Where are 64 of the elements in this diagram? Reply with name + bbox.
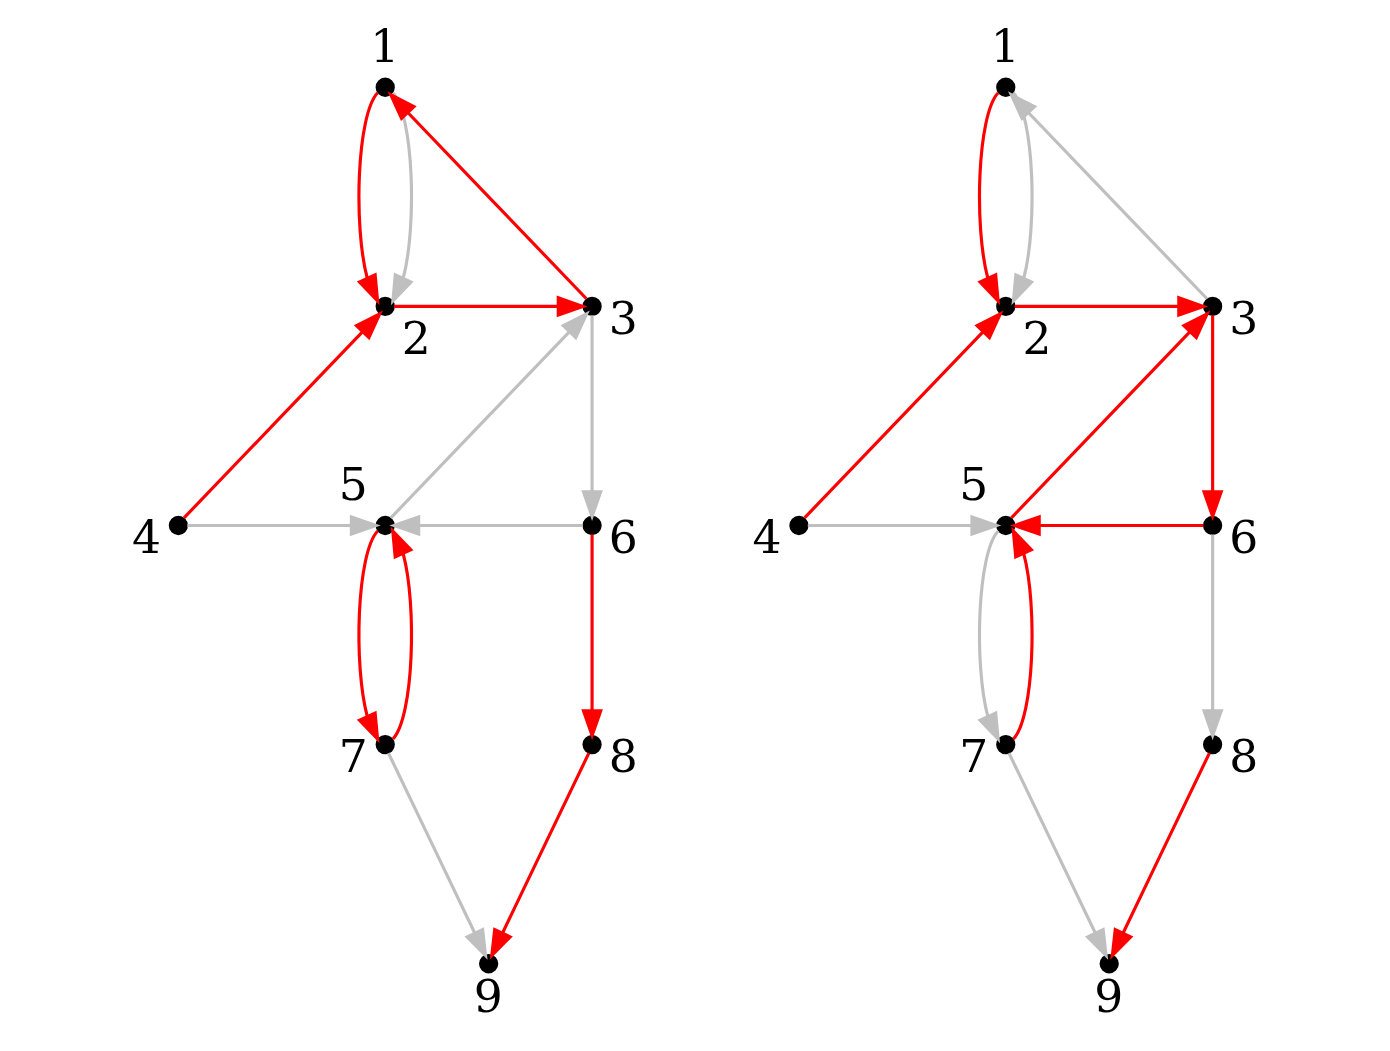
node-label: 7 — [958, 730, 988, 784]
arrow — [1009, 310, 1210, 519]
arrow — [356, 91, 380, 306]
node-label: 9 — [1093, 969, 1123, 1023]
node-label: 9 — [473, 969, 503, 1023]
arrow — [182, 310, 383, 519]
node-label: 2 — [401, 312, 431, 366]
node-label: 6 — [608, 511, 638, 565]
node-circle — [1099, 954, 1119, 974]
node-circle — [995, 77, 1015, 97]
arrow — [1009, 514, 1203, 537]
node-circle — [788, 515, 809, 536]
node-circle — [581, 296, 602, 316]
node-circle — [1202, 515, 1222, 536]
node-circle — [375, 735, 395, 755]
arrow — [386, 752, 488, 960]
arrow — [489, 752, 590, 960]
node-label: 3 — [1228, 292, 1258, 346]
arrow — [1010, 91, 1034, 306]
arrow — [389, 310, 590, 519]
arrow — [186, 514, 381, 537]
arrow — [1007, 752, 1108, 960]
arrow — [393, 295, 588, 318]
arrow — [390, 526, 413, 740]
node-label: 1 — [990, 19, 1020, 73]
node-label: 1 — [369, 19, 399, 73]
node-label: 5 — [338, 457, 368, 511]
node-circle — [995, 735, 1015, 755]
node-circle — [375, 296, 395, 316]
node-circle — [1202, 735, 1222, 755]
arrow — [1007, 91, 1208, 300]
node-circle — [995, 296, 1015, 316]
node-circle — [995, 515, 1015, 536]
node-label: 4 — [751, 511, 781, 565]
node-circle — [375, 515, 395, 536]
node-label: 6 — [1228, 511, 1258, 565]
node-label: 3 — [608, 292, 638, 346]
arrow — [390, 91, 414, 306]
arrow — [580, 534, 603, 741]
arrow — [1109, 752, 1211, 960]
arrow — [356, 530, 380, 744]
arrow — [1201, 315, 1223, 522]
node-circle — [168, 515, 188, 536]
arrow — [802, 310, 1004, 519]
arrow — [386, 91, 588, 300]
arrow — [388, 514, 583, 537]
node-label: 2 — [1021, 312, 1051, 366]
node-circle — [581, 515, 602, 536]
node-circle — [375, 77, 395, 97]
node-label: 5 — [958, 457, 988, 511]
node-circle — [1202, 296, 1222, 316]
arrow — [807, 514, 1001, 537]
arrow — [976, 91, 1000, 306]
node-circle — [581, 735, 602, 755]
arrow — [1010, 526, 1034, 740]
arrow — [976, 530, 1000, 744]
arrow — [580, 315, 603, 522]
node-label: 8 — [1228, 730, 1258, 784]
node-label: 4 — [131, 511, 161, 565]
node-circle — [478, 954, 498, 974]
node-label: 7 — [338, 730, 368, 784]
node-label: 8 — [608, 730, 638, 784]
arrow — [1014, 295, 1208, 318]
arrow — [1201, 534, 1223, 741]
